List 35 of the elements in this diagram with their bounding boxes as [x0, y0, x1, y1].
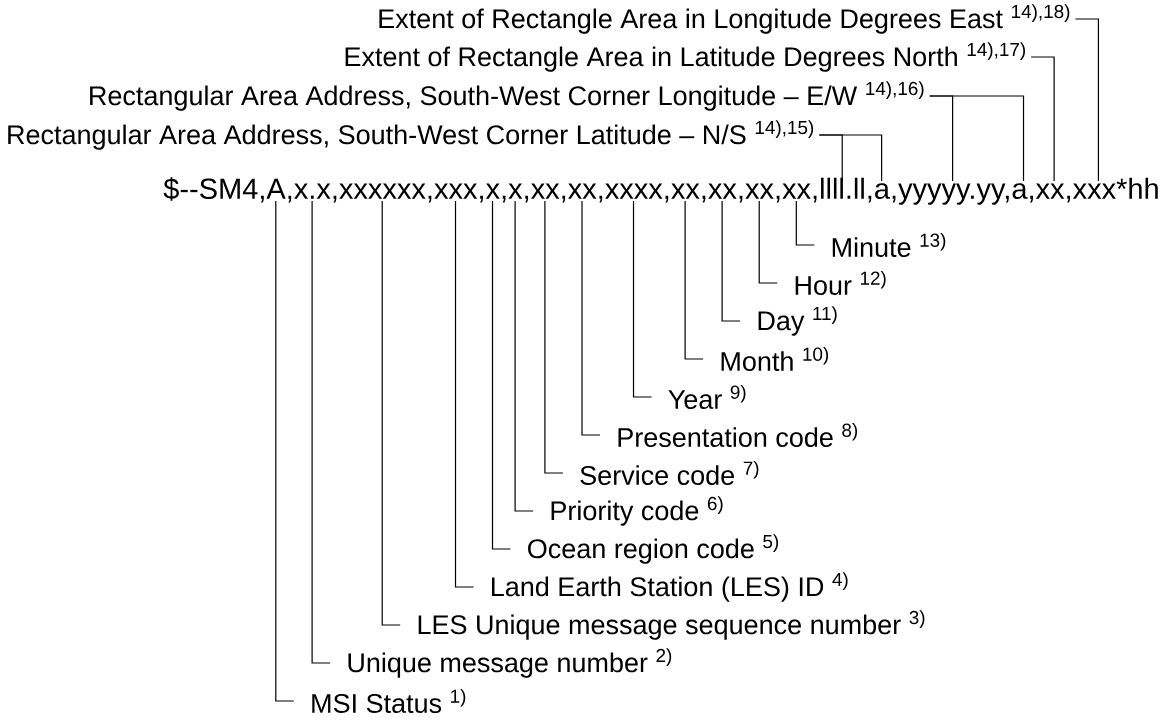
- leader-line: [381, 200, 401, 626]
- field-label: LES Unique message sequence number $^{3)}$: [418, 610, 925, 640]
- field-label: Ocean region code $^{5)}$: [528, 534, 779, 564]
- format-string: $--SM4,A,x.x,xxxxxx,xxx,x,x,xx,xx,xxxx,xx,xx,xx,xx,llll.ll,a,yyyyy.yy,a,xx,xxx*hh: [163, 177, 1158, 205]
- leader-line: [758, 200, 778, 284]
- leader-line: [544, 200, 564, 474]
- field-label: Priority code $^{6)}$: [551, 496, 723, 526]
- field-label: Land Earth Station (LES) ID $^{4)}$: [492, 572, 848, 602]
- field-label: Unique message number $^{2)}$: [348, 648, 672, 678]
- leader-line: [311, 200, 331, 664]
- leader-line: [491, 200, 512, 550]
- field-label: Year $^{9)}$: [668, 385, 746, 409]
- field-label: Rectangular Area Address, South-West Corner Longitude – E/W $^{14),16)}$: [90, 81, 924, 111]
- leader-line: [684, 200, 704, 360]
- field-label: Month $^{10)}$: [721, 347, 829, 371]
- leader-line: [581, 200, 601, 436]
- leader-line: [1030, 56, 1055, 182]
- leader-line: [275, 200, 295, 702]
- field-label: Service code $^{7)}$: [580, 461, 759, 485]
- field-label: Day $^{11)}$: [758, 306, 837, 336]
- leader-line: [929, 95, 1025, 182]
- field-label: Extent of Rectangle Area in Latitude Degrees North $^{14),17)}$: [345, 42, 1025, 72]
- field-label: Extent of Rectangle Area in Longitude Degrees East $^{14),18)}$: [379, 4, 1070, 34]
- field-label: Minute $^{13)}$: [832, 233, 946, 257]
- field-label: Rectangular Area Address, South-West Corner Latitude – N/S $^{14),15)}$: [8, 120, 814, 150]
- leader-line: [632, 200, 653, 398]
- field-label: Hour $^{12)}$: [795, 271, 886, 295]
- field-label: MSI Status $^{1)}$: [312, 689, 466, 713]
- leader-line: [514, 200, 534, 512]
- leader-line: [818, 134, 883, 182]
- leader-line: [454, 200, 475, 588]
- leader-line: [795, 200, 815, 246]
- leader-line: [721, 200, 741, 322]
- leader-line: [1074, 18, 1099, 182]
- field-label: Presentation code $^{8)}$: [618, 423, 858, 447]
